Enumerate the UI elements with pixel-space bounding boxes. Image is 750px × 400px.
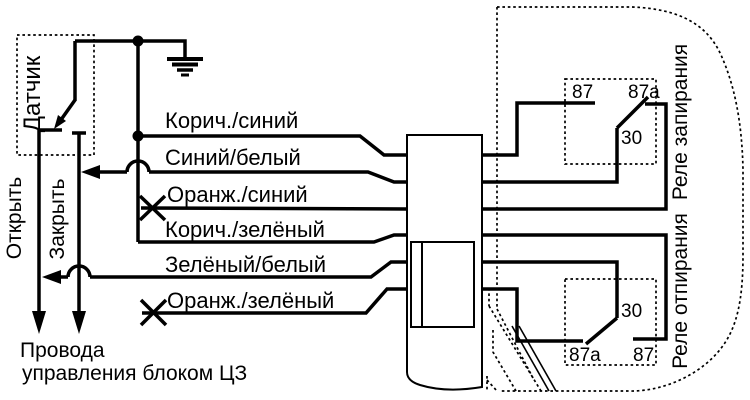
- connector-block-inner: [410, 241, 475, 328]
- wire-hop-arc: [125, 159, 151, 173]
- lock-relay-box: [564, 78, 657, 165]
- wire-hop-arc: [66, 264, 92, 278]
- sensor-box: [16, 34, 95, 156]
- sensor-switch: [38, 41, 86, 135]
- door-boot-hatch: [486, 288, 557, 392]
- vehicle-outline: [497, 6, 744, 392]
- wire-label-brown-green: Корич./зелёный: [165, 217, 325, 242]
- wire-label-blue-white: Синий/белый: [165, 145, 301, 170]
- lock-relay-30-label: 30: [621, 128, 642, 149]
- unlock-relay-87a-label: 87а: [569, 345, 601, 366]
- caption-line1: Провода: [20, 339, 105, 362]
- wire-green-white: [42, 260, 407, 284]
- wire-blue-white: [81, 159, 407, 184]
- wire-brown-green: [138, 233, 407, 244]
- unlock-relay-87-label: 87: [633, 345, 654, 366]
- wire-orange-blue: [138, 194, 408, 222]
- lock-relay-87a-label: 87а: [628, 82, 660, 103]
- lock-relay-contact: [615, 95, 650, 130]
- ground-icon: [167, 57, 203, 77]
- x-cut-mark: [139, 298, 168, 327]
- lock-relay-name: Реле запирания: [669, 44, 692, 200]
- wire-brown-blue: [138, 134, 407, 157]
- unlock-relay-30-label: 30: [621, 301, 642, 322]
- open-wire-arrow: [32, 130, 46, 334]
- arrow-to-open-line: [42, 270, 61, 284]
- x-cut-mark: [138, 194, 167, 222]
- wire-label-brown-blue: Корич./синий: [165, 108, 298, 133]
- lock-relay-87-label: 87: [572, 82, 593, 103]
- wire-label-green-white: Зелёный/белый: [165, 252, 326, 277]
- wire-label-orange-blue: Оранж./синий: [167, 182, 308, 207]
- wire-orange-green: [139, 287, 407, 327]
- junction-dot: [132, 35, 144, 47]
- wire-label-orange-green: Оранж./зелёный: [167, 288, 334, 313]
- close-wire-arrow: [72, 134, 86, 334]
- switch-arm-arrowhead: [54, 115, 66, 129]
- unlock-relay-contact: [584, 316, 619, 346]
- unlock-relay-box: [564, 278, 657, 366]
- close-label: Закрыть: [46, 179, 69, 260]
- relay-wiring: [482, 95, 668, 346]
- open-label: Открыть: [3, 177, 26, 260]
- connector-block: [406, 134, 483, 391]
- unlock-relay-name: Реле отпирания: [669, 213, 692, 369]
- caption-line2: управления блоком ЦЗ: [22, 362, 247, 385]
- arrow-to-close-line: [81, 165, 100, 179]
- sensor-label: Датчик: [19, 55, 46, 132]
